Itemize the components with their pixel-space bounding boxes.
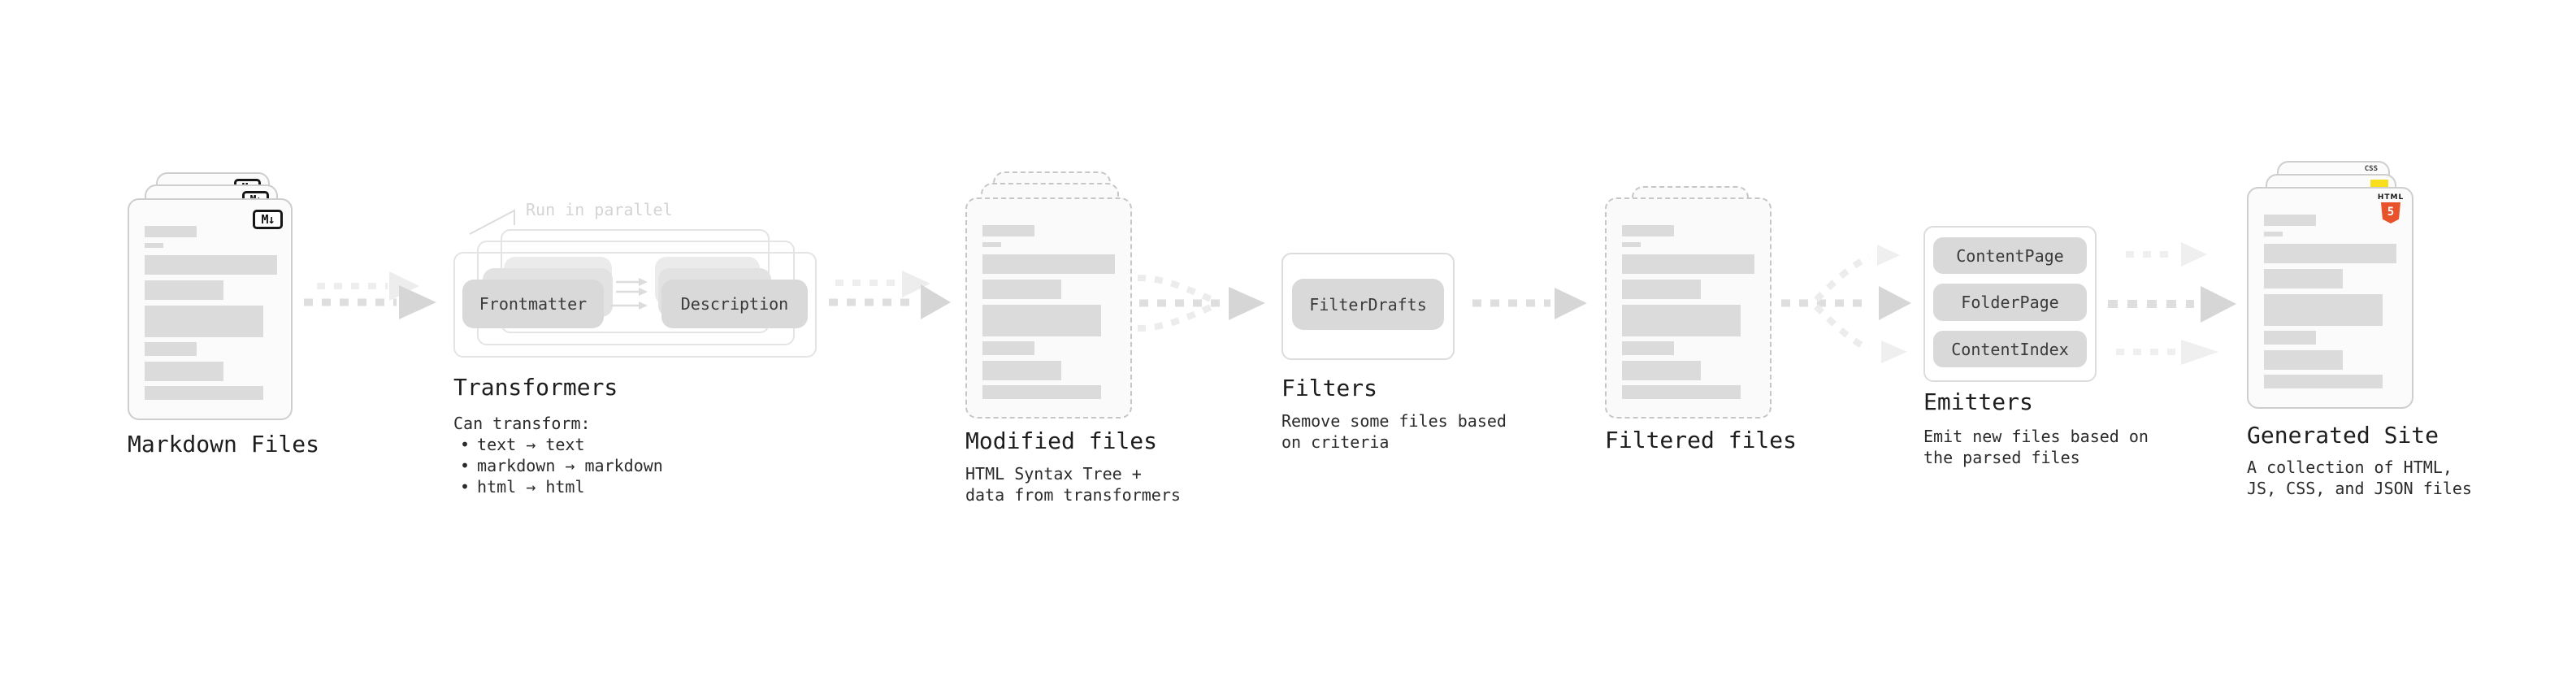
emitters-desc: Emit new files based on the parsed files [1923,426,2149,468]
bullet-text: markdown → markdown [477,456,663,475]
desc-line: Emit new files based on [1923,427,2149,446]
filtered-file-card-front [1605,197,1772,419]
bullet-item: • text → text [453,434,663,455]
arrow-filtered-to-emitters [1781,245,1911,363]
html5-icon-number: 5 [2387,206,2395,219]
emitters-frame [1923,226,2097,382]
modified-files-desc: HTML Syntax Tree + data from transformer… [965,463,1181,505]
html5-icon-word: HTML [2377,193,2405,202]
filterdrafts-pill: FilterDrafts [1292,279,1444,330]
document-text-placeholder [1607,199,1770,417]
stage-title-transformers: Transformers [453,374,618,401]
contentpage-pill: ContentPage [1933,237,2087,274]
bullet-dot: • [460,477,471,497]
arrow-modified-to-filters [1137,275,1265,332]
stage-title-modified-files: Modified files [965,427,1158,454]
html5-icon-shield: 5 [2381,202,2400,223]
frontmatter-pill: Frontmatter [462,280,604,328]
desc-line: A collection of HTML, [2247,458,2452,477]
generated-file-card-html: HTML 5 [2247,187,2413,409]
bullet-dot: • [460,456,471,475]
stage-title-filters: Filters [1281,375,1378,401]
html5-icon: HTML 5 [2377,193,2405,223]
filters-desc: Remove some files based on criteria [1281,410,1507,453]
run-in-parallel-annotation: Run in parallel [526,200,673,219]
document-text-placeholder [2249,189,2412,407]
contentindex-pill: ContentIndex [1933,331,2087,367]
desc-line: Remove some files based [1281,411,1507,431]
arrow-emitters-to-generated [2108,242,2236,365]
bullet-text: html → html [477,477,585,497]
bullet-item: • markdown → markdown [453,455,663,476]
desc-line: on criteria [1281,432,1390,452]
arrow-transformers-to-modified [829,271,951,319]
desc-line: data from transformers [965,485,1181,505]
bullet-item: • html → html [453,476,663,497]
arrow-markdown-to-transformers [304,271,436,319]
arrow-filters-to-filtered [1472,288,1587,319]
stage-title-filtered-files: Filtered files [1605,427,1798,453]
stage-title-emitters: Emitters [1923,388,2033,415]
folderpage-pill: FolderPage [1933,284,2087,321]
bullet-dot: • [460,435,471,454]
description-pill: Description [661,280,808,328]
desc-line: JS, CSS, and JSON files [2247,479,2472,498]
desc-line: the parsed files [1923,448,2080,467]
stage-title-markdown-files: Markdown Files [128,431,320,458]
transformer-frame-front [453,252,817,358]
markdown-file-card-front: M↓ [128,198,293,420]
stage-title-generated-site: Generated Site [2247,422,2439,449]
document-text-placeholder [967,199,1130,417]
generated-site-desc: A collection of HTML, JS, CSS, and JSON … [2247,457,2472,499]
filters-frame [1281,253,1455,360]
bullet-text: text → text [477,435,585,454]
transformers-bullet-list: • text → text • markdown → markdown • html … [453,434,663,497]
modified-file-card-front [965,197,1132,419]
document-text-placeholder [129,200,291,419]
markdown-icon: M↓ [253,210,283,229]
desc-line: HTML Syntax Tree + [965,464,1142,484]
transformers-desc-heading: Can transform: [453,414,591,433]
